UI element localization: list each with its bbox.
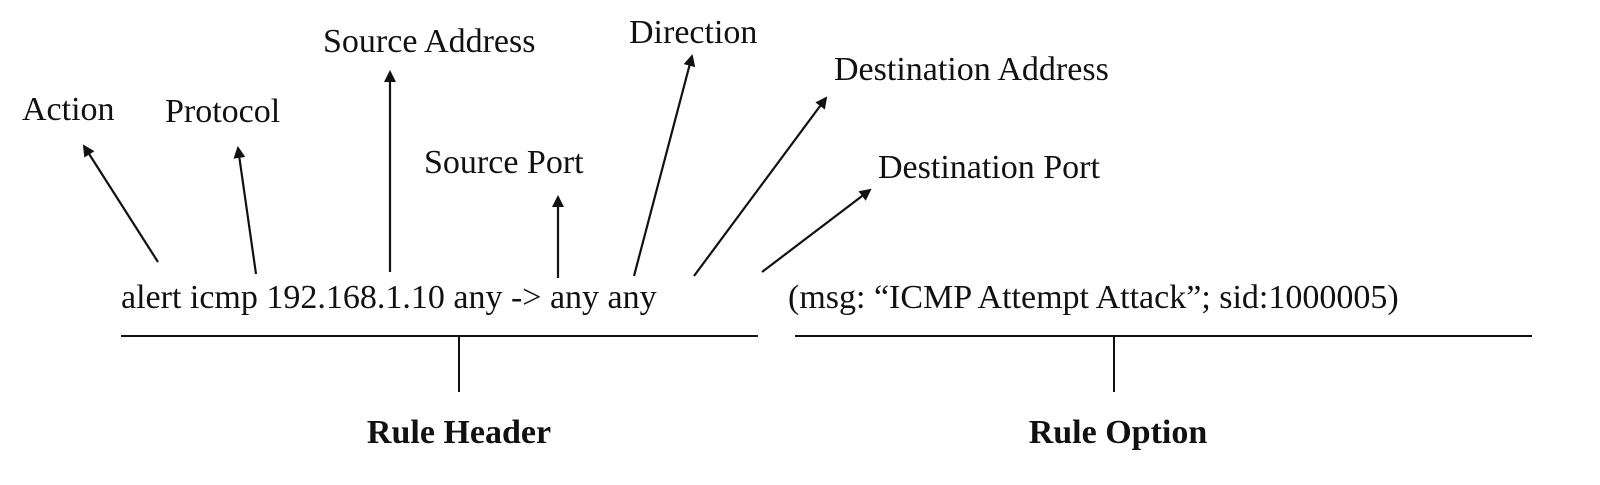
rule-option-text: (msg: “ICMP Attempt Attack”; sid:1000005…: [788, 279, 1399, 316]
arrow-protocol: [233, 146, 258, 275]
rule-header-text: alert icmp 192.168.1.10 any -> any any: [121, 279, 657, 316]
label-destination-port: Destination Port: [878, 149, 1100, 186]
rule-text: alert icmp 192.168.1.10 any -> any any (…: [121, 279, 1399, 316]
label-protocol: Protocol: [165, 93, 280, 130]
label-source-address: Source Address: [323, 23, 535, 60]
section-rule-option: Rule Option: [1029, 414, 1208, 451]
arrow-direction: [632, 54, 696, 277]
arrow-destination-address: [693, 96, 828, 277]
label-destination-address: Destination Address: [834, 51, 1109, 88]
section-rule-header: Rule Header: [367, 414, 551, 451]
arrow-action: [82, 144, 159, 263]
arrow-destination-port: [761, 188, 872, 273]
label-direction: Direction: [629, 14, 757, 51]
label-source-port: Source Port: [424, 144, 584, 181]
label-action: Action: [22, 91, 115, 128]
